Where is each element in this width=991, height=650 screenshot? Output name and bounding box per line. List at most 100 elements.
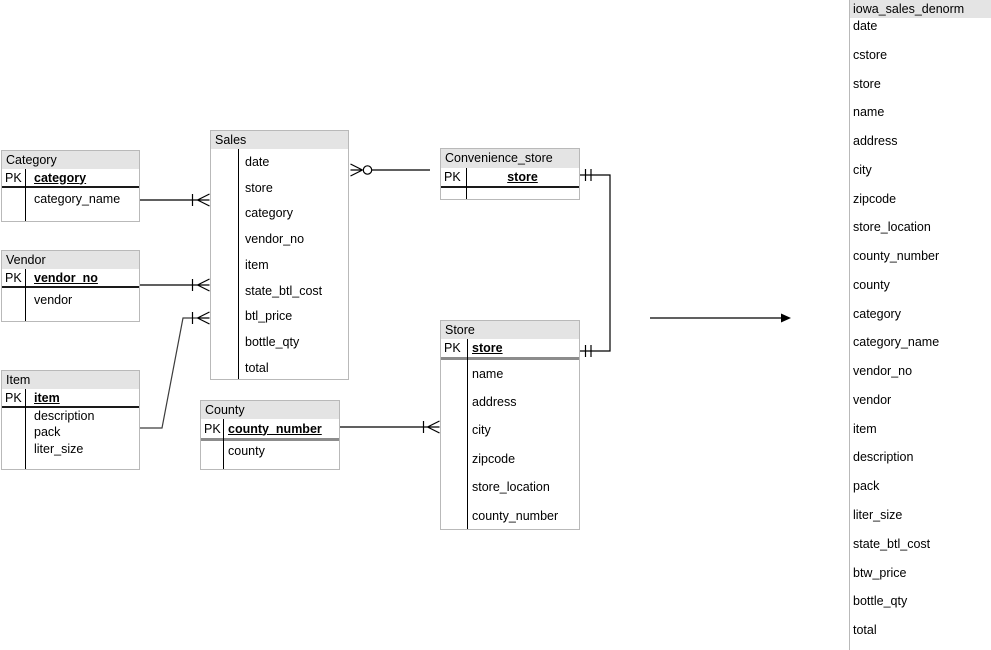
field-row: name [850, 104, 991, 133]
connector-convenience-store-store [580, 169, 611, 357]
field-row: vendor_no [211, 226, 348, 252]
pk-row-separator [441, 186, 579, 188]
field-name: county_number [853, 249, 940, 264]
field-row: county [850, 277, 991, 306]
field-name: btw_price [853, 565, 907, 580]
pk-row-separator [2, 286, 139, 288]
pk-column-divider [467, 339, 469, 529]
field-name: store [853, 76, 881, 91]
field-name: state_btl_cost [245, 283, 323, 298]
field-name: vendor_no [853, 364, 913, 379]
field-name: description [853, 450, 914, 465]
field-name: liter_size [34, 441, 84, 456]
field-name: address [853, 134, 898, 149]
field-name: vendor [34, 293, 73, 307]
connector-sales-convenience-store [350, 163, 430, 177]
field-name: name [472, 366, 504, 381]
field-row: category [211, 201, 348, 227]
field-name: county_number [472, 508, 559, 523]
field-row: county [201, 443, 339, 460]
pk-column-divider [25, 169, 27, 221]
pk-field-name: county_number [228, 421, 322, 436]
field-row: state_btl_cost [211, 278, 348, 304]
pk-column-divider [238, 149, 240, 379]
field-row: total [850, 622, 991, 650]
field-name: pack [34, 425, 61, 440]
field-row: bottle_qty [850, 593, 991, 622]
field-name: liter_size [853, 508, 903, 523]
field-row: date [211, 149, 348, 175]
pk-column-divider [25, 389, 27, 469]
pk-badge: PK [5, 170, 22, 185]
field-name: total [245, 361, 269, 375]
pk-row-separator [201, 438, 339, 441]
field-name: bottle_qty [245, 335, 300, 350]
field-row: category_name [850, 334, 991, 363]
field-name: cstore [853, 47, 888, 62]
field-row: btl_price [211, 304, 348, 330]
pk-field-name: store [507, 170, 538, 184]
field-row: vendor [850, 392, 991, 421]
field-row: state_btl_cost [850, 536, 991, 565]
table-body: PK store [441, 168, 579, 199]
field-name: pack [853, 479, 880, 494]
pk-badge: PK [444, 170, 461, 184]
field-row: county_number [850, 248, 991, 277]
field-name: total [853, 623, 877, 638]
pk-field-row: PK category [2, 169, 139, 186]
field-row: pack [2, 424, 139, 441]
pk-row-separator [441, 357, 579, 360]
field-row: address [850, 133, 991, 162]
field-name: store [245, 180, 273, 195]
field-row: description [2, 408, 139, 425]
field-name: zipcode [853, 191, 897, 206]
pk-field-name: category [34, 170, 87, 185]
pk-badge: PK [5, 270, 22, 285]
table-body: PK category category_name [2, 169, 139, 221]
field-name: category_name [853, 335, 940, 350]
field-row: total [211, 355, 348, 381]
table-title: Vendor [2, 251, 139, 269]
field-name: city [472, 423, 491, 438]
field-row: liter_size [850, 507, 991, 536]
field-row: liter_size [2, 441, 139, 458]
field-name: zipcode [472, 451, 516, 466]
field-row: city [441, 416, 579, 444]
pk-field-name: vendor_no [34, 270, 98, 285]
field-row: store [211, 175, 348, 201]
field-name: city [853, 162, 872, 177]
pk-field-name: item [34, 390, 60, 405]
field-row: zipcode [441, 445, 579, 473]
pk-badge: PK [444, 341, 461, 355]
field-row: item [211, 252, 348, 278]
field-name: category_name [34, 192, 121, 206]
field-name: county [853, 277, 890, 292]
pk-field-row: PK county_number [201, 419, 339, 438]
pk-badge: PK [204, 421, 221, 436]
table-title: Store [441, 321, 579, 339]
field-row: vendor [2, 292, 139, 309]
field-row: bottle_qty [211, 329, 348, 355]
field-row: store [850, 76, 991, 105]
field-name: vendor_no [245, 232, 305, 247]
field-name: item [853, 421, 877, 436]
field-row: county_number [441, 501, 579, 529]
field-name: vendor [853, 392, 892, 407]
pk-field-cell: item [25, 391, 139, 405]
pk-column-divider [25, 269, 27, 321]
field-name: store_location [853, 220, 931, 235]
